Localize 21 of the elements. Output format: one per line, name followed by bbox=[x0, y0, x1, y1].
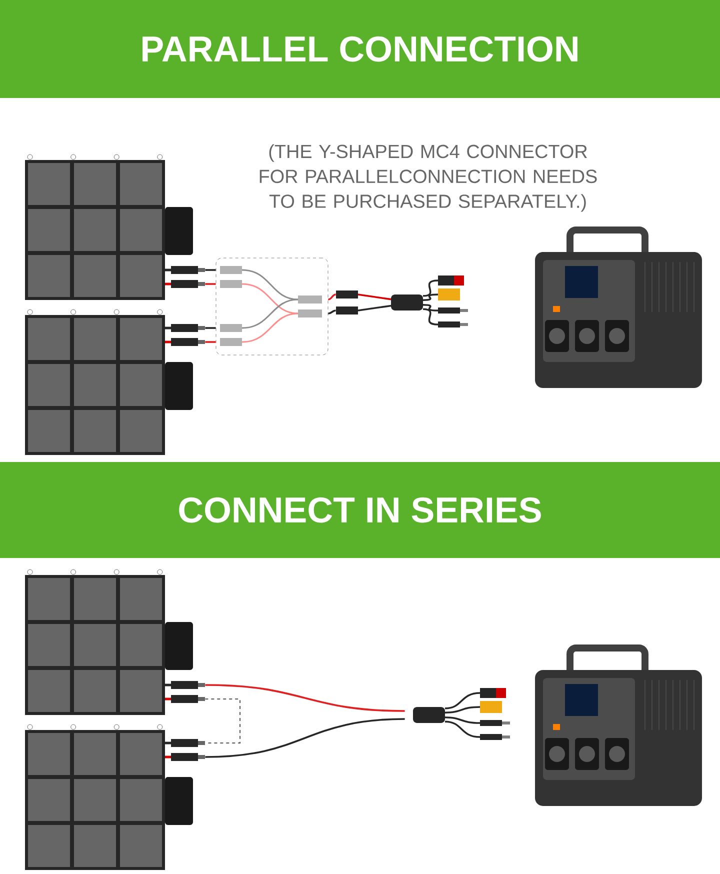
connector-box bbox=[216, 258, 328, 356]
cable bbox=[205, 327, 216, 329]
solar-panel-drawing bbox=[25, 724, 205, 870]
solar-panel-drawing bbox=[25, 569, 205, 715]
cable bbox=[205, 269, 216, 271]
heading-band: PARALLEL CONNECTION bbox=[0, 0, 720, 98]
splitter-cable-drawing bbox=[413, 688, 510, 740]
heading-band: CONNECT IN SERIES bbox=[0, 462, 720, 558]
cable bbox=[205, 718, 405, 758]
cable bbox=[328, 294, 336, 300]
power-station-drawing bbox=[535, 644, 702, 806]
cable bbox=[204, 698, 240, 744]
cable bbox=[205, 283, 216, 285]
cable bbox=[205, 684, 405, 712]
cable bbox=[328, 310, 336, 314]
splitter-cable-drawing bbox=[336, 276, 468, 328]
solar-panel-drawing bbox=[25, 309, 205, 455]
power-station-drawing bbox=[535, 226, 702, 388]
note-text: (THE Y-SHAPED MC4 CONNECTOR FOR PARALLELCONNECTION NEEDS TO BE PURCHASED SEPARATELY.) bbox=[260, 144, 597, 212]
cable bbox=[205, 341, 216, 343]
solar-panel-drawing bbox=[25, 154, 205, 300]
